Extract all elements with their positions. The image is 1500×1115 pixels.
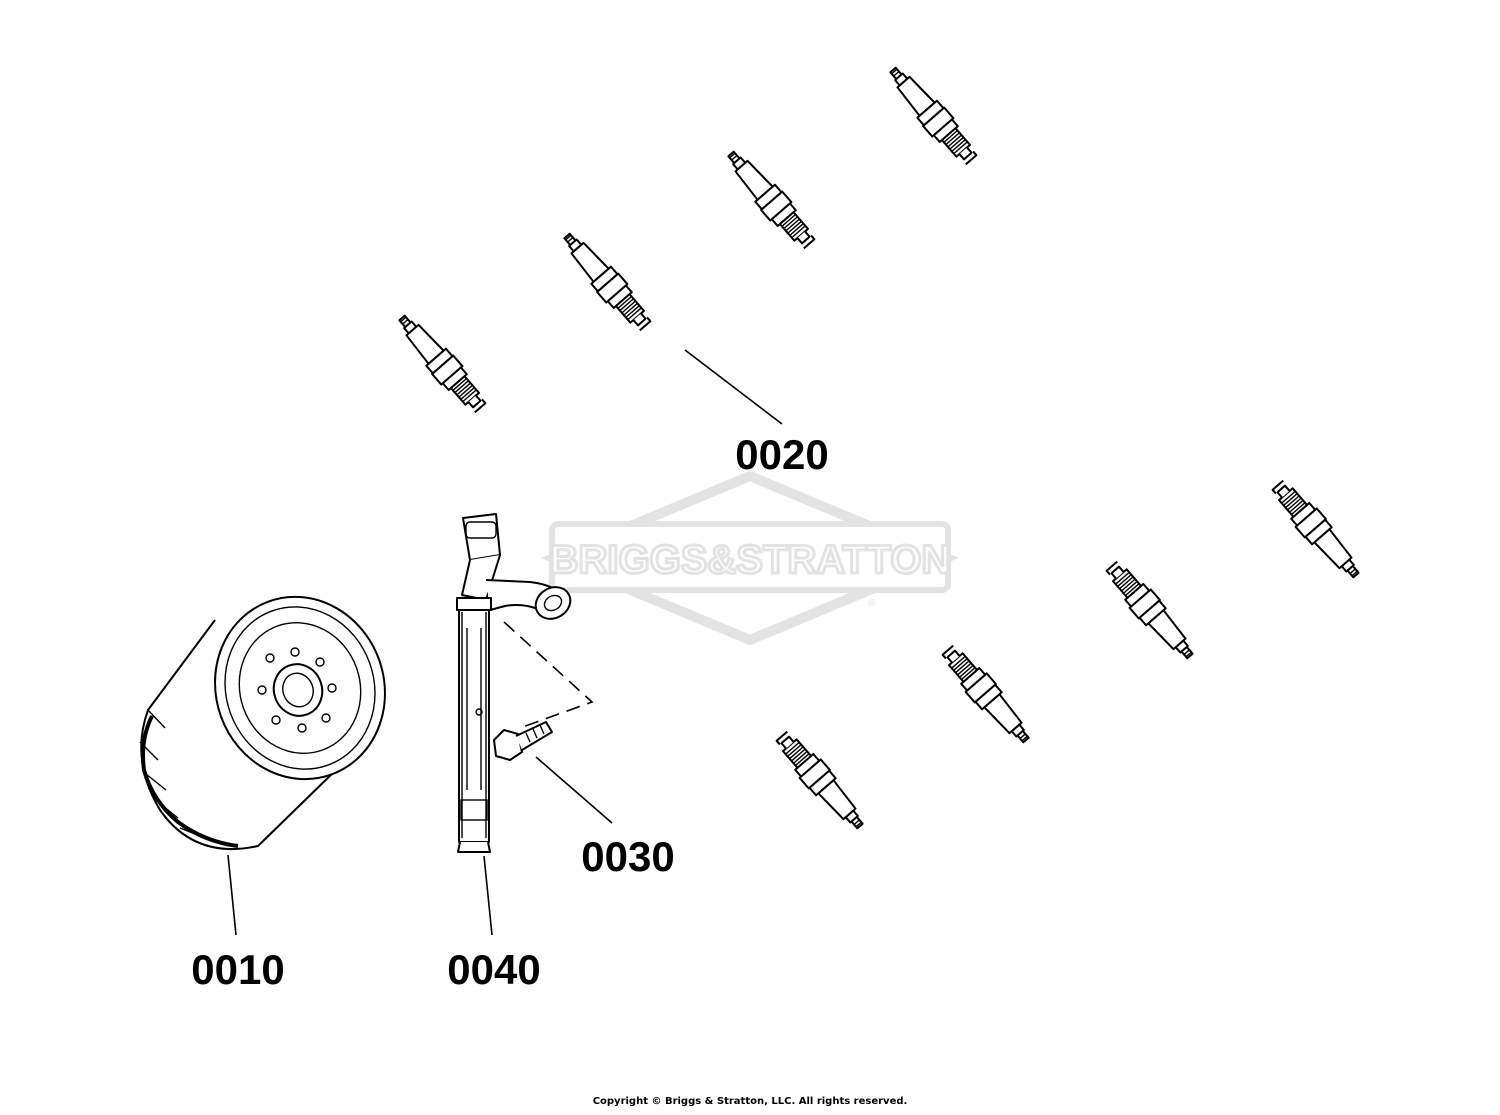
leader-0010 [227,854,237,936]
oil-filter [139,595,386,850]
leader-0030 [535,756,613,824]
watermark-logo: BRIGGS&STRATTON ® [541,470,959,646]
leader-0040 [483,855,493,936]
spark-plug-6 [936,640,1038,751]
watermark-text: BRIGGS&STRATTON [550,538,951,582]
bolt [493,721,553,761]
spark-plug-3 [719,143,821,254]
leader-0020 [684,349,783,425]
copyright-notice: Copyright © Briggs & Stratton, LLC. All … [592,1096,908,1107]
callout-0010: 0010 [191,946,284,993]
spark-plug-7 [1100,556,1202,667]
svg-text:®: ® [868,598,876,610]
oil-sensor [456,513,572,853]
callout-0030: 0030 [581,833,674,880]
spark-plug-2 [555,225,657,336]
spark-plug-1 [390,307,492,418]
alignment-dashed-line [503,621,594,729]
callout-0020: 0020 [735,431,828,478]
callout-0040: 0040 [447,946,540,993]
spark-plug-5 [770,726,872,837]
spark-plug-8 [1266,475,1368,586]
spark-plug-4 [881,59,983,170]
